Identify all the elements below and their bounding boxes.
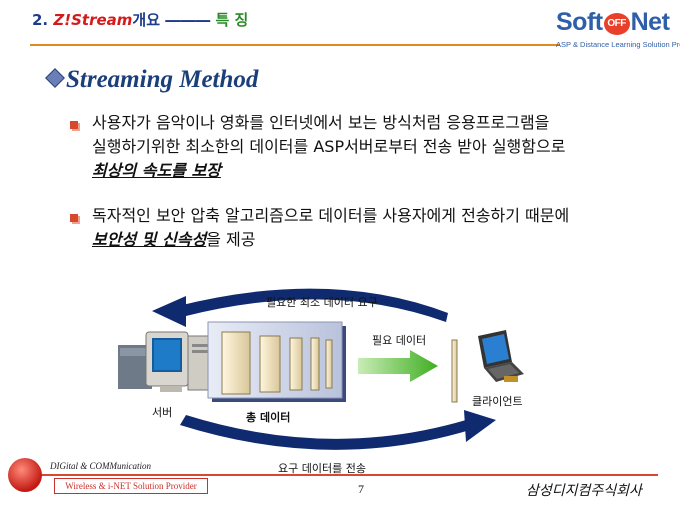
bullet-2-tail: 을 제공 (206, 230, 256, 249)
header-title: 2. Z!Stream개요 ――― 특 징 (32, 9, 248, 30)
transfer-arrow-icon (180, 410, 496, 450)
section-title: Streaming Method (66, 66, 259, 93)
server-computer-icon (118, 331, 215, 392)
footer-solution-box: Wireless & i-NET Solution Provider (54, 478, 208, 494)
page-number: 7 (358, 482, 364, 496)
received-data-bar (451, 339, 458, 403)
logo-off: OFF (603, 13, 630, 35)
request-arrow-label: 필요한 최소 데이터 요구 (266, 296, 378, 309)
bullet-1: 사용자가 음악이나 영화를 인터넷에서 보는 방식처럼 응용프로그램을 실행하기… (92, 111, 672, 183)
footer-divider (36, 474, 658, 476)
bullet-1-line1: 사용자가 음악이나 영화를 인터넷에서 보는 방식처럼 응용프로그램을 (92, 113, 550, 132)
company-name: 삼성디지컴주식회사 (526, 483, 642, 499)
server-label: 서버 (152, 406, 173, 419)
request-arrow-icon (152, 288, 448, 327)
footer-logo-ball-icon (8, 458, 42, 492)
total-data-label: 총 데이터 (246, 411, 291, 424)
total-data-box (207, 321, 346, 402)
client-laptop-icon (478, 330, 524, 382)
data-arrow-label: 필요 데이터 (372, 334, 427, 347)
client-label: 클라이언트 (472, 395, 523, 408)
logo-tagline: ASP & Distance Learning Solution Provide… (556, 40, 680, 49)
square-bullet-icon (70, 214, 78, 222)
bullet-2: 독자적인 보안 압축 알고리즘으로 데이터를 사용자에게 전송하기 때문에 보안… (92, 204, 672, 252)
square-bullet-icon (70, 121, 78, 129)
header-divider (30, 44, 560, 46)
data-arrow-icon (358, 350, 438, 382)
header-feature: 특 징 (215, 11, 249, 29)
header-middle: 개요 ――― (132, 11, 211, 29)
streaming-diagram (118, 288, 524, 450)
logo-net: Net (630, 8, 670, 36)
diamond-bullet-icon (45, 68, 65, 88)
bullet-1-line2: 실행하기위한 최소한의 데이터를 ASP서버로부터 전송 받아 실행함으로 (92, 137, 566, 156)
transfer-arrow-label: 요구 데이터를 전송 (278, 462, 366, 475)
bullet-2-line1: 독자적인 보안 압축 알고리즘으로 데이터를 사용자에게 전송하기 때문에 (92, 206, 570, 225)
logo-soft: Soft (556, 8, 603, 36)
header-prefix: 2. (32, 11, 49, 29)
header-product: Z!Stream (53, 11, 133, 29)
bullet-2-emphasis: 보안성 및 신속성 (92, 230, 207, 249)
bullet-1-emphasis: 최상의 속도를 보장 (92, 161, 221, 180)
footer-digital-text: DIGital & COMMunication (50, 461, 151, 471)
